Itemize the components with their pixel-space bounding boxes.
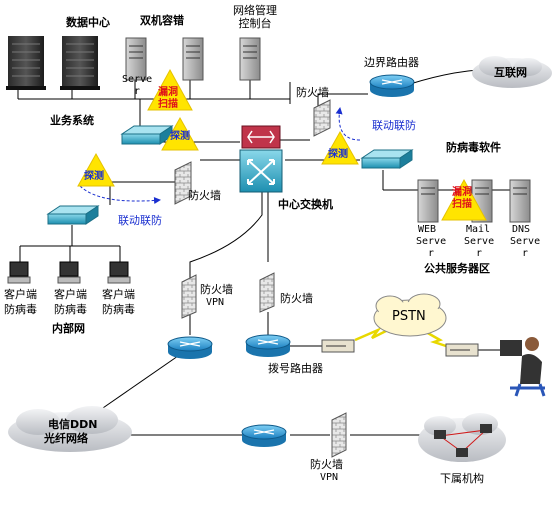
console-tower: [239, 37, 261, 81]
label-serve: Serve: [122, 74, 153, 85]
label-border-router: 边界路由器: [364, 56, 419, 69]
pstn-link-bolt-left: [354, 326, 393, 342]
linkage-arrow-left: [79, 185, 161, 204]
warning-triangle-probe-2: [321, 130, 359, 165]
warning-triangle-probe-1: [161, 116, 199, 151]
dialup-router: [245, 334, 291, 357]
label-intranet: 内部网: [52, 322, 85, 335]
client-pc-2: [57, 261, 81, 284]
link-server-bus: [18, 82, 291, 100]
label-telecom-ddn-2: 光纤网络: [44, 432, 88, 445]
label-firewall-vpn-top: 防火墙: [200, 283, 233, 296]
label-vpn-bottom: VPN: [320, 472, 339, 483]
label-vuln-scan-2b: 扫描: [452, 199, 472, 210]
client-pc-1: [7, 261, 31, 284]
label-vuln-scan-1b: 扫描: [158, 99, 178, 110]
firewall-vpn-bottom: [331, 412, 347, 458]
warning-triangle-public: [441, 178, 487, 221]
modem-right: [445, 343, 479, 357]
intranet-switch: [46, 205, 100, 225]
client-pc-3: [107, 261, 131, 284]
warning-triangle-biz: [147, 68, 193, 111]
dmz-switch: [360, 149, 414, 169]
label-dialup-router: 拨号路由器: [268, 362, 323, 375]
firewall-left: [174, 161, 192, 205]
label-net-console-1: 网络管理: [233, 4, 277, 17]
web-server-tower: [417, 179, 439, 223]
firewall-dialup: [259, 272, 275, 313]
label-client-1: 客户端: [4, 288, 37, 301]
ddn-cloud: [8, 406, 132, 452]
label-probe-2: 探测: [328, 149, 348, 160]
label-linkage-top: 联动联防: [372, 119, 416, 132]
vpn-bottom-router: [241, 424, 287, 447]
label-antivirus-2: 防病毒: [54, 303, 87, 316]
label-mail-serve: Serve: [464, 236, 495, 247]
label-mail: Mail: [466, 224, 491, 235]
label-linkage-left: 联动联防: [118, 214, 162, 227]
label-dns-serve: Serve: [510, 236, 541, 247]
label-firewall-dialup: 防火墙: [280, 292, 313, 305]
warning-triangle-probe-3: [77, 152, 115, 187]
vpn-router: [167, 336, 213, 359]
label-mail-serve-r: r: [476, 248, 483, 259]
internet-cloud: [472, 56, 552, 88]
pstn-link-bolt-right: [425, 330, 453, 350]
label-vuln-scan-1a: 漏洞: [158, 87, 178, 98]
label-antivirus-3: 防病毒: [102, 303, 135, 316]
label-client-3: 客户端: [102, 288, 135, 301]
label-vuln-scan-2a: 漏洞: [452, 187, 472, 198]
label-firewall-vpn-bottom: 防火墙: [310, 458, 343, 471]
biz-switch: [120, 125, 174, 145]
modem-left: [321, 339, 355, 353]
label-branch: 下属机构: [440, 472, 484, 485]
branch-cloud: [418, 413, 506, 462]
server-tower-1: [125, 37, 147, 81]
label-firewall-top: 防火墙: [296, 86, 329, 99]
label-net-console-2: 控制台: [238, 17, 272, 30]
label-data-center: 数据中心: [66, 16, 110, 29]
label-dns: DNS: [512, 224, 531, 235]
core-switch: [239, 125, 283, 193]
label-web-serve-r: r: [428, 248, 435, 259]
label-probe-1: 探测: [170, 131, 190, 142]
pstn-cloud: [373, 293, 447, 337]
label-dns-serve-r: r: [522, 248, 529, 259]
label-probe-3: 探测: [84, 171, 104, 182]
label-pstn: PSTN: [392, 309, 426, 324]
firewall-vpn-top: [181, 274, 197, 319]
label-core-switch: 中心交换机: [278, 198, 333, 211]
firewall-top-right: [313, 99, 331, 137]
label-client-2: 客户端: [54, 288, 87, 301]
label-public-server-zone: 公共服务器区: [424, 262, 490, 275]
label-serve-r: r: [134, 86, 141, 97]
label-antivirus-1: 防病毒: [4, 303, 37, 316]
label-web-serve: Serve: [416, 236, 447, 247]
label-firewall-left: 防火墙: [188, 189, 221, 202]
label-internet: 互联网: [494, 66, 527, 79]
label-dual-hot-standby: 双机容错: [140, 14, 184, 27]
label-vpn-top: VPN: [206, 297, 225, 308]
remote-user: [500, 337, 546, 397]
label-biz-system: 业务系统: [50, 114, 94, 127]
label-web: WEB: [418, 224, 437, 235]
server-tower-2: [182, 37, 204, 81]
rack-server-1: [6, 36, 46, 90]
label-telecom-ddn-1: 电信DDN: [48, 418, 98, 431]
rack-server-2: [60, 36, 100, 90]
border-router: [369, 74, 415, 97]
dns-server-tower: [509, 179, 531, 223]
label-antivirus-software: 防病毒软件: [446, 141, 501, 154]
